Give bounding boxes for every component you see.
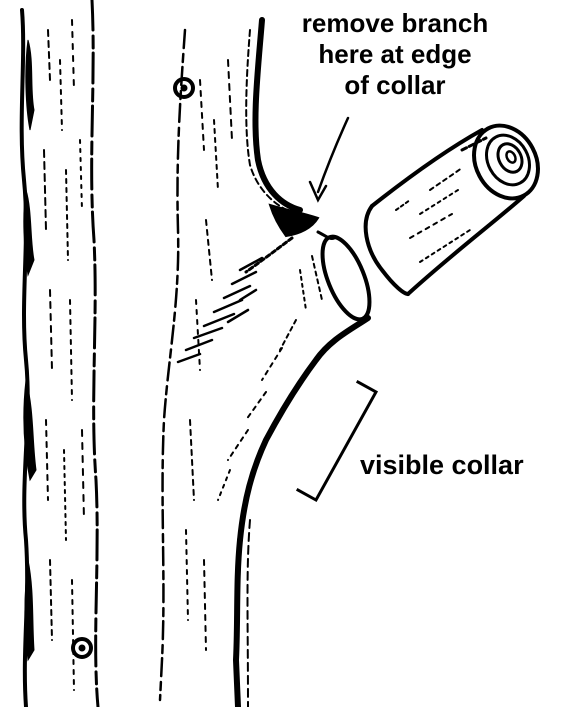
remove-branch-line-1: remove branch xyxy=(270,8,520,39)
remove-branch-label: remove branch here at edge of collar xyxy=(270,8,520,101)
pointer-arrow xyxy=(310,118,348,200)
remove-branch-line-2: here at edge xyxy=(270,39,520,70)
branch-stub xyxy=(218,230,379,707)
left-trunk xyxy=(22,0,98,707)
collar-bracket xyxy=(298,382,376,500)
cut-branch-piece xyxy=(366,114,551,294)
remove-branch-line-3: of collar xyxy=(270,70,520,101)
visible-collar-label: visible collar xyxy=(360,450,524,481)
